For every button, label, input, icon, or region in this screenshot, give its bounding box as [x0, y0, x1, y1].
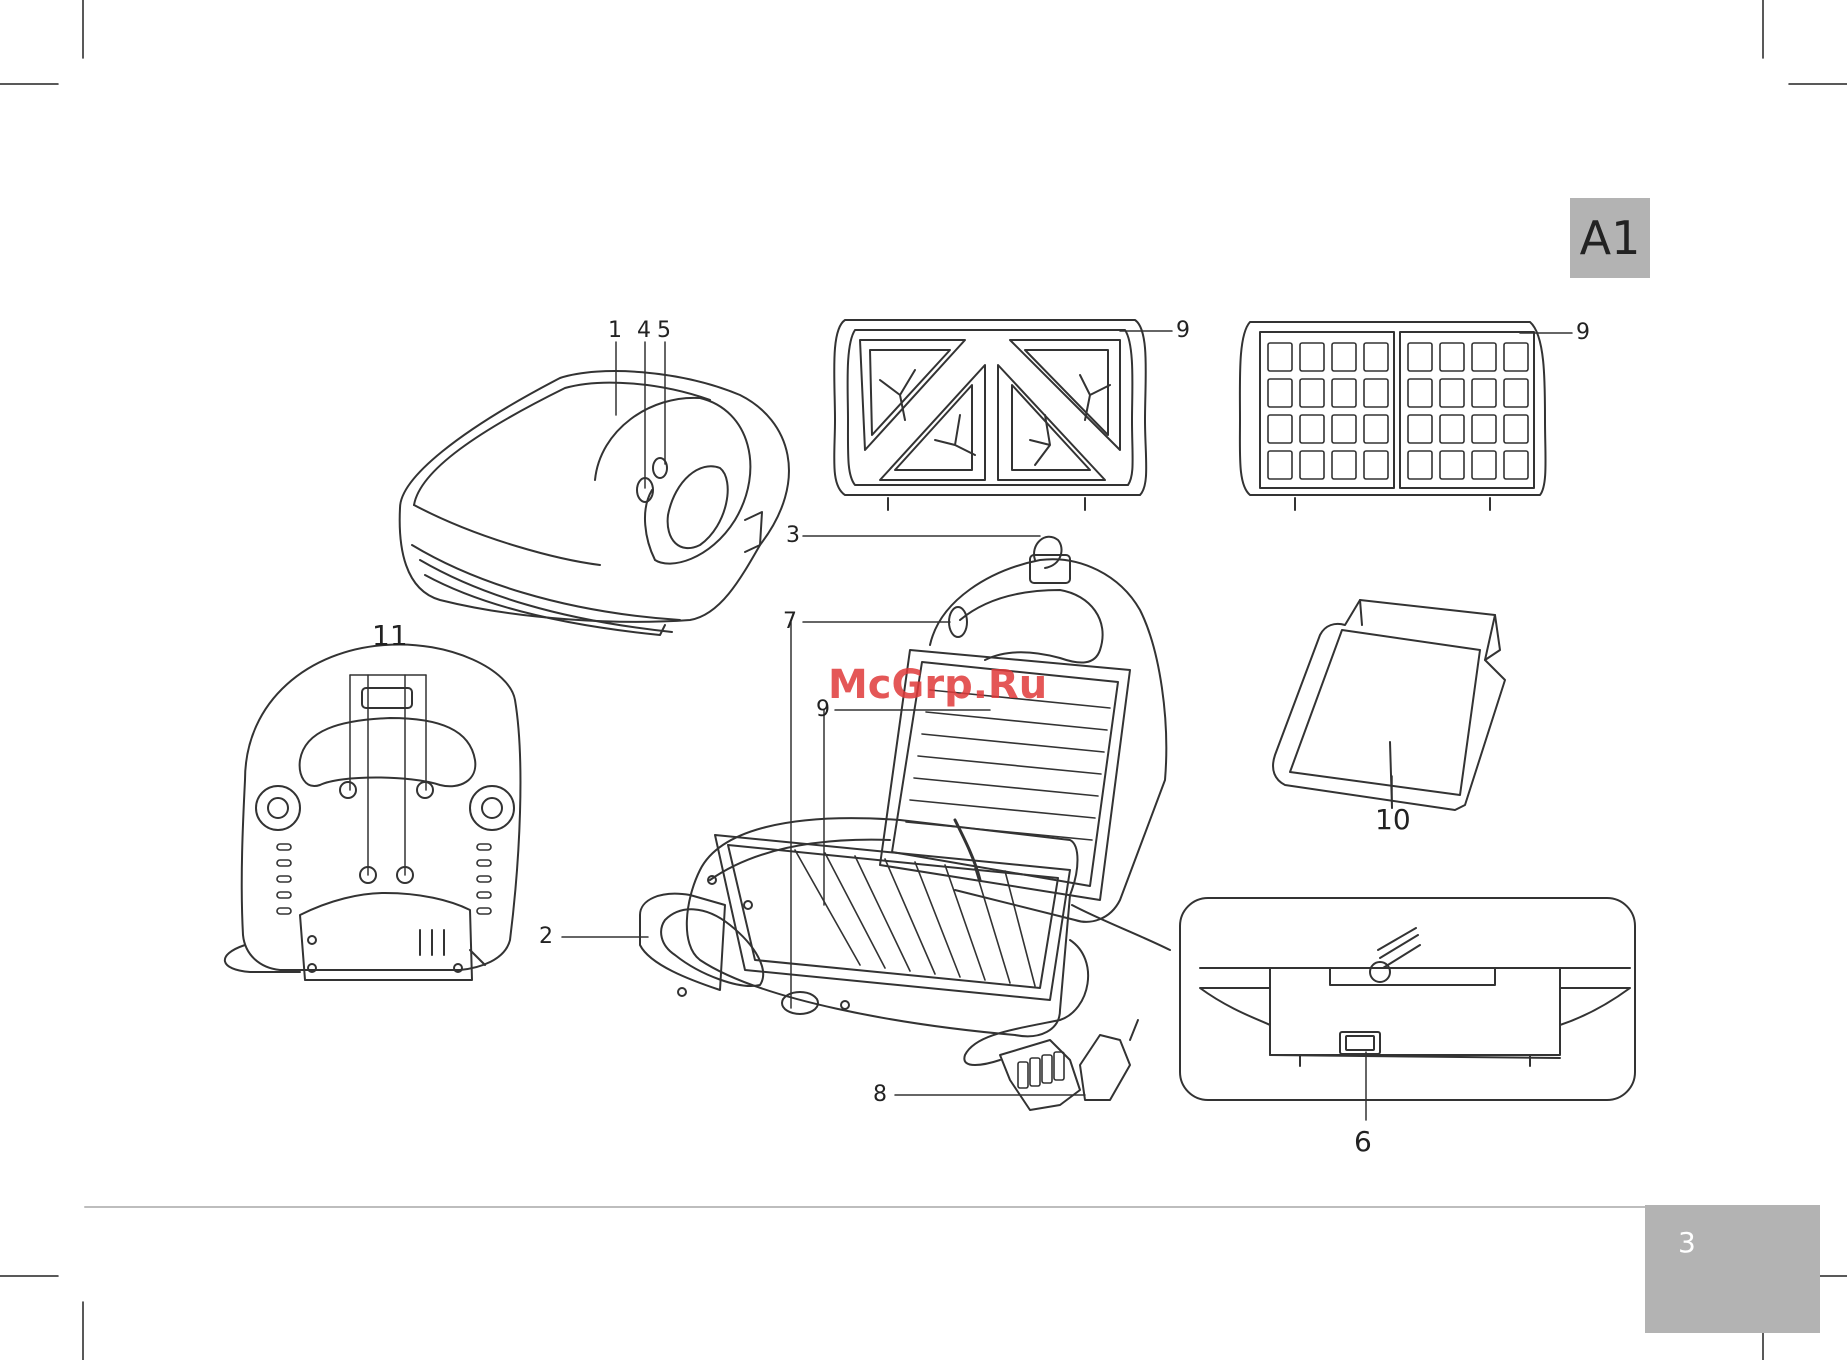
callout-10: 10 — [1375, 806, 1411, 834]
section-tab: A1 — [1570, 198, 1650, 278]
sandwich-plate — [834, 320, 1146, 510]
callout-2: 2 — [539, 926, 553, 948]
grill-plate — [1273, 600, 1505, 810]
leader-lines — [350, 331, 1572, 1120]
callout-6: 6 — [1354, 1128, 1372, 1156]
underside-view — [225, 644, 521, 980]
callout-9-waffle-plate: 9 — [1576, 322, 1590, 344]
callout-8: 8 — [873, 1084, 887, 1106]
callout-5: 5 — [657, 320, 671, 342]
waffle-plate — [1240, 322, 1546, 510]
callout-1: 1 — [608, 320, 622, 342]
page-number: 3 — [1678, 1226, 1696, 1259]
callout-7: 7 — [783, 611, 797, 633]
callout-4: 4 — [637, 320, 651, 342]
switch-detail — [1180, 898, 1635, 1100]
callout-9-sandwich-plate: 9 — [1176, 320, 1190, 342]
page-number-tab — [1645, 1205, 1820, 1333]
watermark-text: McGrp.Ru — [828, 662, 1047, 708]
callout-3: 3 — [786, 525, 800, 547]
callout-11: 11 — [372, 622, 408, 650]
closed-sandwich-maker — [400, 371, 789, 635]
